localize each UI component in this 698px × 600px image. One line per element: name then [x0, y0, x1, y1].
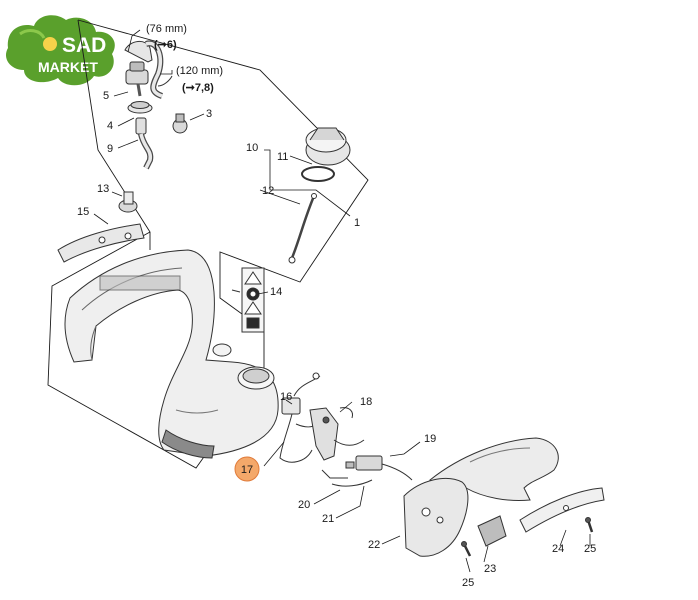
main-housing [64, 249, 279, 459]
part-label-20: 20 [298, 499, 310, 511]
part-label-21: 21 [322, 513, 334, 525]
note-hose-120: (120 mm) [176, 65, 223, 77]
note-ref-7-8: (➞7,8) [182, 82, 214, 94]
warning-label [231, 267, 265, 333]
sad-market-logo: SAD MARKET [5, 15, 115, 86]
part-label-23: 23 [484, 563, 496, 575]
pickup-hose-assembly [124, 40, 188, 170]
part-label-25-left: 25 [462, 577, 474, 589]
part-label-15: 15 [77, 206, 89, 218]
part-label-18: 18 [360, 396, 372, 408]
part-label-12: 12 [262, 185, 274, 197]
part-label-22: 22 [368, 539, 380, 551]
part-label-1: 1 [354, 217, 360, 229]
logo-line-1: SAD [62, 34, 106, 57]
flower-icon [43, 37, 57, 51]
cover-strip [57, 223, 145, 263]
spark-plug-boot [118, 191, 138, 213]
wiring-harness [279, 372, 413, 487]
note-ref-6: (➞6) [154, 39, 177, 51]
part-label-3: 3 [206, 108, 212, 120]
part-label-9: 9 [107, 143, 113, 155]
part-label-17: 17 [241, 464, 253, 476]
part-label-16: 16 [280, 391, 292, 403]
part-label-13: 13 [97, 183, 109, 195]
logo-line-2: MARKET [38, 59, 98, 75]
part-label-24: 24 [552, 543, 564, 555]
part-label-4: 4 [107, 120, 113, 132]
rear-handle [403, 437, 605, 557]
part-label-10: 10 [246, 142, 258, 154]
part-label-14: 14 [270, 286, 282, 298]
fuel-cap-assembly [288, 127, 351, 264]
part-label-11: 11 [277, 151, 288, 163]
hose-small [157, 75, 173, 87]
leader-lines [93, 29, 591, 573]
part-label-25-right: 25 [584, 543, 596, 555]
part-label-19: 19 [424, 433, 436, 445]
part-label-5: 5 [103, 90, 109, 102]
note-hose-76: (76 mm) [146, 23, 187, 35]
part-label-17-highlight: 17 [234, 456, 260, 482]
